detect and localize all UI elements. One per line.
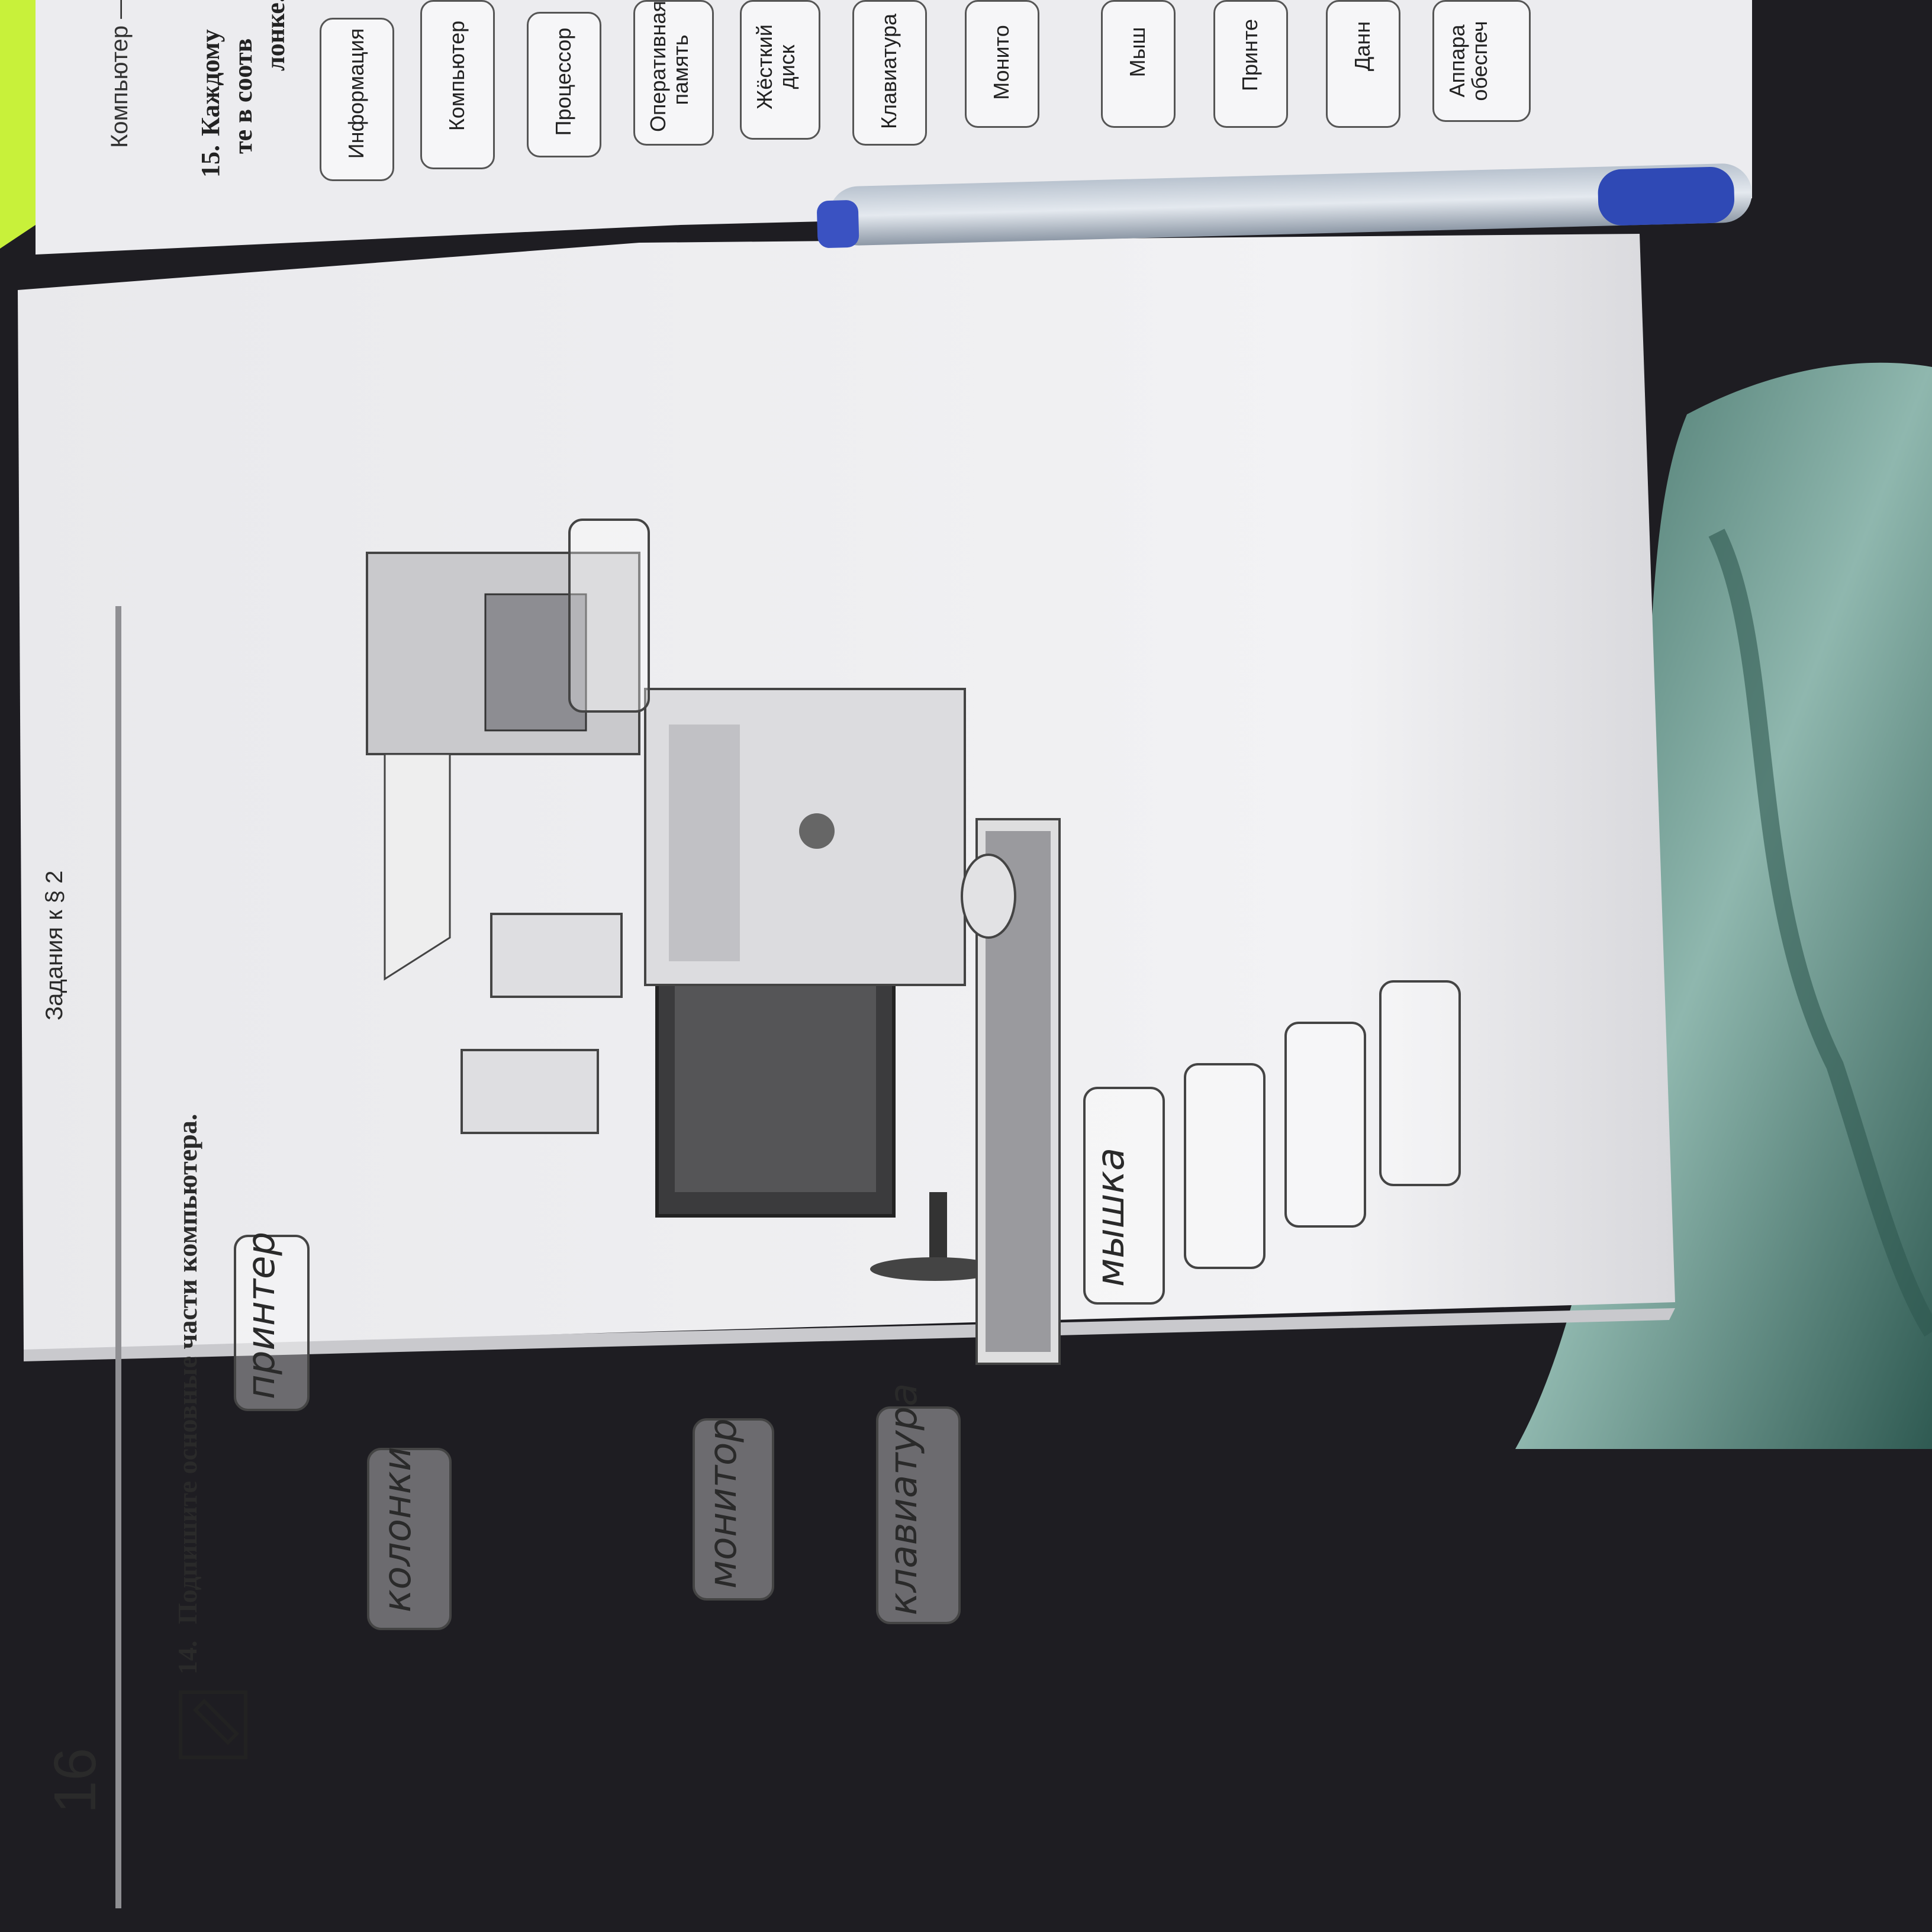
- task14-prompt: Подпишите основные части компьютера.: [172, 1113, 202, 1624]
- printer-image: [366, 552, 640, 981]
- textbook-page: 16 Задания к § 2 14. Подпишите основные …: [0, 483, 1932, 1932]
- task15-number: 15.: [196, 145, 225, 178]
- monitor-image: [655, 942, 1000, 1281]
- term-7: Монито: [989, 25, 1013, 100]
- task15-prompt-2: те в соотв: [228, 38, 257, 154]
- term-box-7: Монито: [965, 0, 1039, 128]
- term-box-11: Аппара обеспеч: [1432, 0, 1531, 122]
- speakers-image: [461, 913, 623, 1134]
- running-head-right: Компьютер —: [107, 0, 133, 148]
- term-3: Процессор: [551, 27, 575, 136]
- term-box-9: Принте: [1213, 0, 1288, 128]
- task15-prompt-1: Каждому: [196, 29, 225, 136]
- task14-number: 14.: [172, 1640, 202, 1675]
- term-box-4: Оперативная память: [633, 0, 714, 146]
- label-box-empty-4: [568, 519, 650, 713]
- system-unit-image: [644, 688, 966, 986]
- label-box-empty-2: [1284, 1022, 1366, 1228]
- term-8: Мыш: [1125, 27, 1149, 78]
- term-4: Оперативная память: [646, 1, 693, 132]
- term-box-10: Данн: [1326, 0, 1400, 128]
- pencil-task-icon: [179, 1690, 247, 1759]
- computer-illustration: [366, 552, 1061, 1365]
- label-mouse: мышка: [1089, 1147, 1133, 1287]
- term-box-5: Жёсткий диск: [740, 0, 820, 140]
- running-head: Задания к § 2: [41, 870, 67, 1020]
- term-11: Аппара обеспеч: [1445, 21, 1492, 101]
- term-1: Информация: [344, 28, 368, 159]
- term-5: Жёсткий диск: [752, 24, 799, 110]
- pen: [817, 163, 1752, 248]
- term-9: Принте: [1238, 19, 1262, 91]
- term-box-8: Мыш: [1101, 0, 1176, 128]
- label-monitor: монитор: [701, 1418, 745, 1589]
- term-box-3: Процессор: [527, 12, 601, 157]
- label-keyboard: клавиатура: [882, 1383, 926, 1615]
- mouse-image: [961, 854, 1016, 939]
- label-speakers: колонки: [376, 1447, 420, 1612]
- term-6: Клавиатура: [877, 14, 901, 129]
- page-number: 16: [42, 1747, 108, 1814]
- label-box-empty-3: [1379, 980, 1461, 1186]
- term-box-2: Компьютер: [420, 0, 495, 169]
- keyboard-image: [975, 818, 1061, 1365]
- label-printer: принтер: [240, 1231, 284, 1399]
- term-box-6: Клавиатура: [852, 0, 927, 146]
- term-box-1: Информация: [320, 18, 394, 181]
- header-rule: [115, 606, 121, 1908]
- label-box-empty-1: [1184, 1063, 1266, 1269]
- term-10: Данн: [1350, 21, 1374, 72]
- task15-prompt-3: лонке.: [261, 0, 290, 71]
- term-2: Компьютер: [445, 20, 469, 131]
